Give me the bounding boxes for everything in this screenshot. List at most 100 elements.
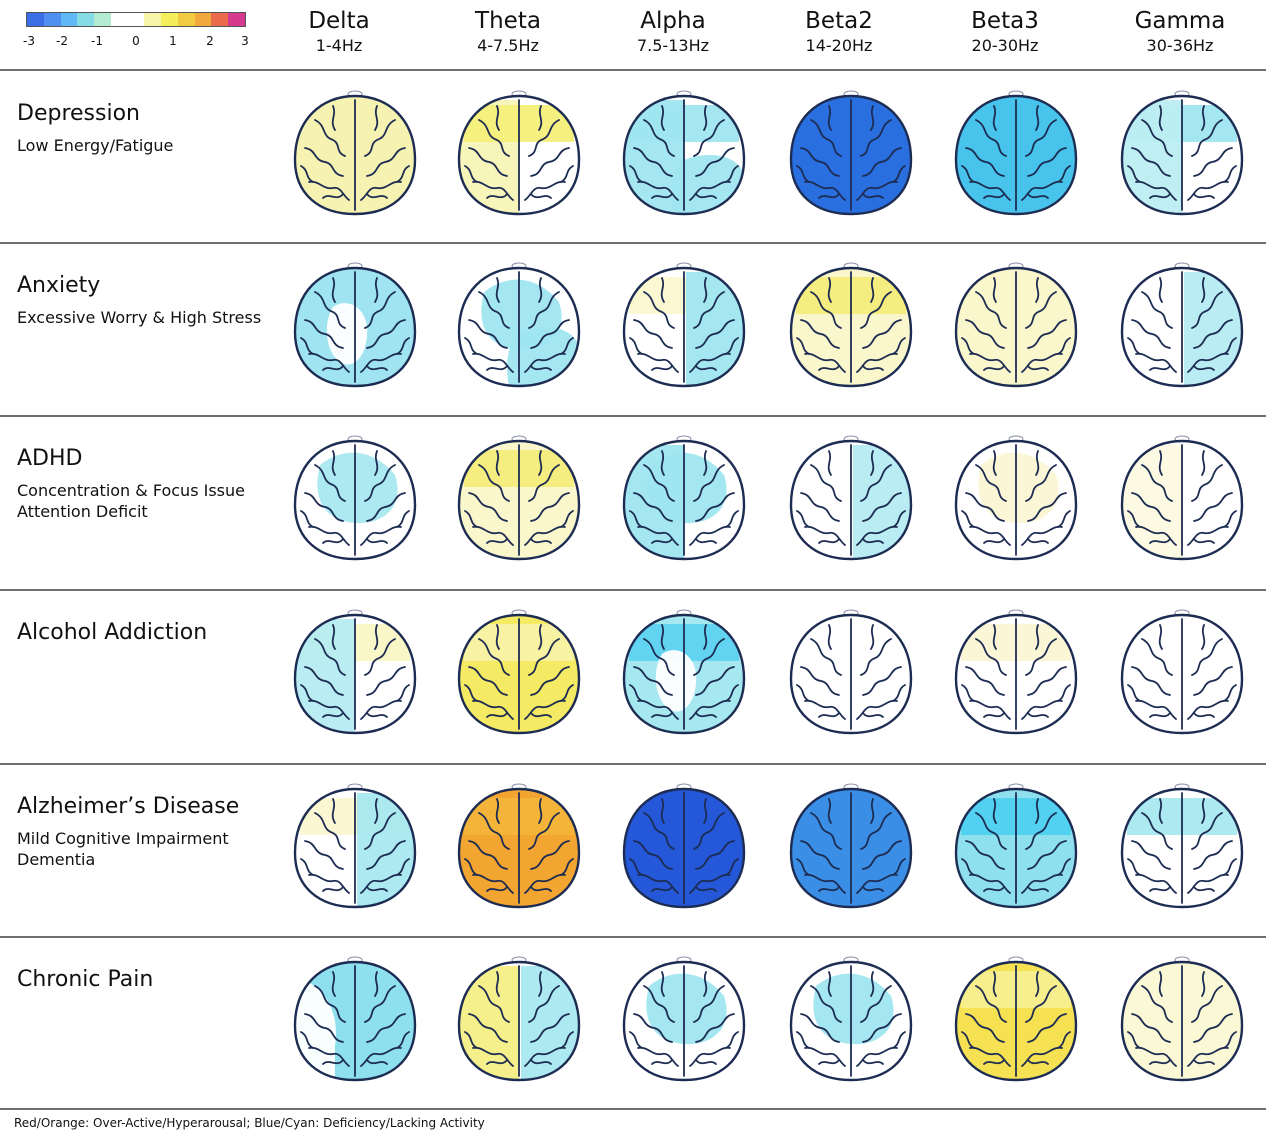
brain-topography-svg bbox=[293, 956, 417, 1082]
brain-topography-svg bbox=[622, 609, 746, 735]
condition-subtitle: Excessive Worry & High Stress bbox=[17, 308, 262, 327]
band-name: Beta2 bbox=[805, 8, 873, 34]
row-divider bbox=[0, 415, 1266, 417]
condition-title: Alcohol Addiction bbox=[17, 620, 208, 645]
band-range: 14-20Hz bbox=[805, 36, 873, 55]
brain-topography-svg bbox=[954, 956, 1078, 1082]
brain-map-beta2 bbox=[781, 783, 921, 913]
brain-topography-svg bbox=[789, 956, 913, 1082]
brain-topography-svg bbox=[954, 90, 1078, 216]
brain-map-beta2 bbox=[781, 435, 921, 565]
brain-topography-svg bbox=[293, 609, 417, 735]
brain-map-gamma bbox=[1112, 956, 1252, 1086]
band-name: Theta bbox=[475, 8, 541, 34]
scale-swatch bbox=[60, 13, 78, 26]
band-header: Beta2 14-20Hz bbox=[764, 6, 914, 56]
scale-swatch bbox=[43, 13, 61, 26]
band-range: 4-7.5Hz bbox=[477, 36, 539, 55]
band-name: Gamma bbox=[1134, 8, 1226, 34]
brain-topography-svg bbox=[1120, 609, 1244, 735]
condition-title: Chronic Pain bbox=[17, 967, 154, 992]
brain-map-gamma bbox=[1112, 609, 1252, 739]
condition-subtitle: Low Energy/Fatigue bbox=[17, 136, 174, 155]
brain-topography-svg bbox=[789, 90, 913, 216]
brain-map-beta2 bbox=[781, 262, 921, 392]
condition-subtitle: Dementia bbox=[17, 850, 96, 869]
scale-swatch bbox=[211, 13, 229, 26]
scale-tick-label: 2 bbox=[206, 34, 214, 48]
brain-topography-svg bbox=[789, 609, 913, 735]
scale-tick-label: 1 bbox=[169, 34, 177, 48]
brain-map-beta2 bbox=[781, 609, 921, 739]
scale-swatch bbox=[144, 13, 162, 26]
band-header: Theta 4-7.5Hz bbox=[433, 6, 583, 56]
scale-tick-label: -1 bbox=[91, 34, 103, 48]
condition-title: Anxiety bbox=[17, 273, 101, 298]
brain-topography-svg bbox=[293, 262, 417, 388]
band-range: 7.5-13Hz bbox=[636, 36, 709, 55]
scale-tick-label: 3 bbox=[241, 34, 249, 48]
row-divider bbox=[0, 242, 1266, 244]
brain-map-beta3 bbox=[946, 609, 1086, 739]
band-header: Beta3 20-30Hz bbox=[930, 6, 1080, 56]
condition-title: ADHD bbox=[17, 446, 83, 471]
row-divider bbox=[0, 1108, 1266, 1110]
scale-swatch bbox=[194, 13, 212, 26]
brain-map-alpha bbox=[614, 262, 754, 392]
brain-map-beta3 bbox=[946, 435, 1086, 565]
brain-topography-svg bbox=[1120, 90, 1244, 216]
brain-map-gamma bbox=[1112, 435, 1252, 565]
brain-map-delta bbox=[285, 956, 425, 1086]
brain-topography-svg bbox=[622, 90, 746, 216]
brain-map-gamma bbox=[1112, 90, 1252, 220]
scale-swatch bbox=[94, 13, 111, 26]
scale-swatch bbox=[27, 13, 44, 26]
brain-topography-svg bbox=[1120, 262, 1244, 388]
scale-swatch bbox=[177, 13, 195, 26]
brain-topography-svg bbox=[1120, 435, 1244, 561]
brain-map-beta3 bbox=[946, 90, 1086, 220]
brain-map-delta bbox=[285, 90, 425, 220]
row-divider bbox=[0, 936, 1266, 938]
brain-topography-svg bbox=[293, 90, 417, 216]
brain-map-beta2 bbox=[781, 90, 921, 220]
brain-map-theta bbox=[449, 783, 589, 913]
brain-topography-svg bbox=[457, 90, 581, 216]
brain-map-delta bbox=[285, 435, 425, 565]
band-name: Beta3 bbox=[971, 8, 1039, 34]
brain-map-alpha bbox=[614, 435, 754, 565]
scale-swatch bbox=[228, 13, 245, 26]
brain-topography-svg bbox=[457, 435, 581, 561]
brain-topography-svg bbox=[457, 956, 581, 1082]
band-range: 20-30Hz bbox=[971, 36, 1039, 55]
brain-map-delta bbox=[285, 783, 425, 913]
band-header: Gamma 30-36Hz bbox=[1105, 6, 1255, 56]
brain-topography-svg bbox=[457, 609, 581, 735]
row-divider bbox=[0, 69, 1266, 71]
brain-topography-svg bbox=[293, 435, 417, 561]
condition-title: Alzheimer’s Disease bbox=[17, 794, 240, 819]
band-range: 30-36Hz bbox=[1146, 36, 1214, 55]
row-divider bbox=[0, 589, 1266, 591]
brain-topography-svg bbox=[457, 262, 581, 388]
brain-map-alpha bbox=[614, 609, 754, 739]
brain-topography-svg bbox=[293, 783, 417, 909]
band-name: Alpha bbox=[640, 8, 706, 34]
brain-topography-svg bbox=[954, 435, 1078, 561]
brain-map-beta3 bbox=[946, 262, 1086, 392]
scale-swatch bbox=[161, 13, 178, 26]
scale-swatch bbox=[110, 13, 128, 26]
brain-topography-svg bbox=[954, 262, 1078, 388]
brain-topography-svg bbox=[954, 609, 1078, 735]
brain-topography-svg bbox=[622, 956, 746, 1082]
brain-map-theta bbox=[449, 956, 589, 1086]
brain-map-delta bbox=[285, 262, 425, 392]
brain-topography-svg bbox=[954, 783, 1078, 909]
brain-map-beta3 bbox=[946, 783, 1086, 913]
condition-title: Depression bbox=[17, 101, 140, 126]
condition-subtitle: Mild Cognitive Impairment bbox=[17, 829, 229, 848]
condition-subtitle: Concentration & Focus Issue bbox=[17, 481, 245, 500]
